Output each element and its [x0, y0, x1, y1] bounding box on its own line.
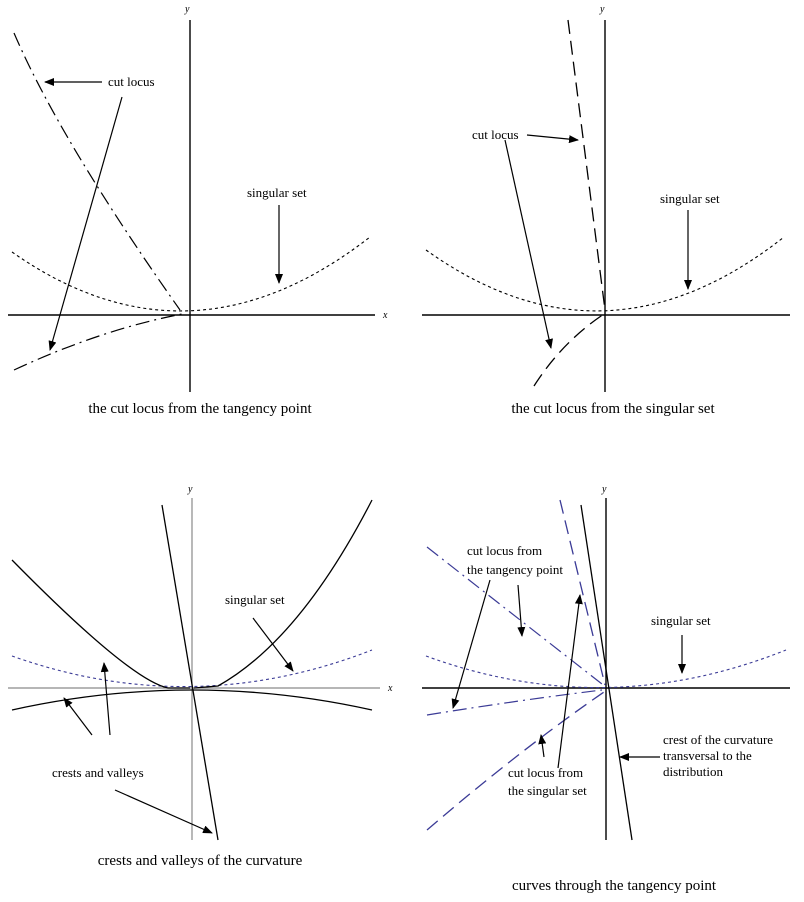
cut-locus-lower-branch	[533, 313, 605, 387]
crest-label-line1: crest of the curvature	[663, 732, 773, 747]
cut-locus-singular-label-line2: the singular set	[508, 783, 587, 798]
singular-set-label: singular set	[660, 191, 720, 206]
arrow-tangency-to-upper-branch	[517, 584, 526, 637]
cut-locus-lower-branch	[13, 313, 183, 371]
singular-set-curve	[425, 236, 785, 312]
singular-set-curve	[11, 236, 371, 312]
arrow-crests-to-left-valley	[63, 697, 93, 736]
transversal-crest	[580, 504, 633, 841]
singular-set-curve	[425, 649, 787, 689]
y-axis-label: y	[184, 4, 190, 15]
crest-right-upper	[193, 499, 373, 689]
arrow-cut-locus-to-lower-branch	[504, 139, 553, 349]
cut-locus-label: cut locus	[108, 74, 155, 89]
cut-locus-label: cut locus	[472, 127, 519, 142]
cut-locus-tangency-label-line1: cut locus from	[467, 543, 542, 558]
panel-caption: curves through the tangency point	[512, 878, 717, 894]
y-axis-label: y	[187, 484, 193, 495]
valley-lower	[11, 689, 373, 711]
crest-label-line2: transversal to the	[663, 748, 752, 763]
panel-caption: the cut locus from the tangency point	[88, 401, 312, 417]
singular-set-label: singular set	[651, 613, 711, 628]
arrow-singular-cut-to-lower	[538, 734, 547, 758]
cut-locus-singular-upper	[559, 499, 606, 686]
transversal-crest	[161, 504, 219, 841]
panel-tangency-cut-locus: x y cut locus singular set the cut locus…	[8, 4, 388, 417]
singular-set-label: singular set	[247, 185, 307, 200]
cut-locus-singular-label-line1: cut locus from	[508, 765, 583, 780]
panel-curves-through-tangency: y cut locus from the tangency point sing…	[422, 484, 790, 894]
crests-valleys-label: crests and valleys	[52, 765, 144, 780]
arrow-crests-to-left-crest	[100, 662, 111, 736]
arrow-crests-to-transversal	[114, 789, 213, 834]
arrow-cut-locus-to-lower-branch	[48, 96, 123, 351]
cut-locus-upper-branch	[567, 19, 606, 311]
panel-singular-set-cut-locus: y cut locus singular set the cut locus f…	[422, 4, 790, 417]
x-axis-label: x	[382, 310, 388, 321]
panel-crests-and-valleys: x y crests and valleys singular set cres…	[8, 484, 393, 869]
cut-locus-tangency-label-line2: the tangency point	[467, 562, 563, 577]
panel-caption: the cut locus from the singular set	[511, 401, 715, 417]
y-axis-label: y	[599, 4, 605, 15]
arrow-tangency-to-lower-branch	[451, 579, 491, 709]
cut-locus-upper-branch	[13, 32, 181, 311]
crest-label-line3: distribution	[663, 764, 723, 779]
panel-caption: crests and valleys of the curvature	[98, 853, 303, 869]
cut-locus-tangency-upper	[426, 546, 603, 685]
arrow-to-singular-set	[252, 617, 294, 672]
singular-set-curve	[11, 649, 373, 688]
y-axis-label: y	[601, 484, 607, 495]
singular-set-label: singular set	[225, 592, 285, 607]
arrow-singular-cut-to-upper	[557, 594, 583, 769]
cut-locus-tangency-lower	[426, 689, 603, 716]
cut-locus-singular-lower	[426, 691, 605, 831]
crest-left-upper	[11, 559, 190, 689]
arrow-cut-locus-to-upper-branch	[526, 134, 579, 144]
x-axis-label: x	[387, 683, 393, 694]
